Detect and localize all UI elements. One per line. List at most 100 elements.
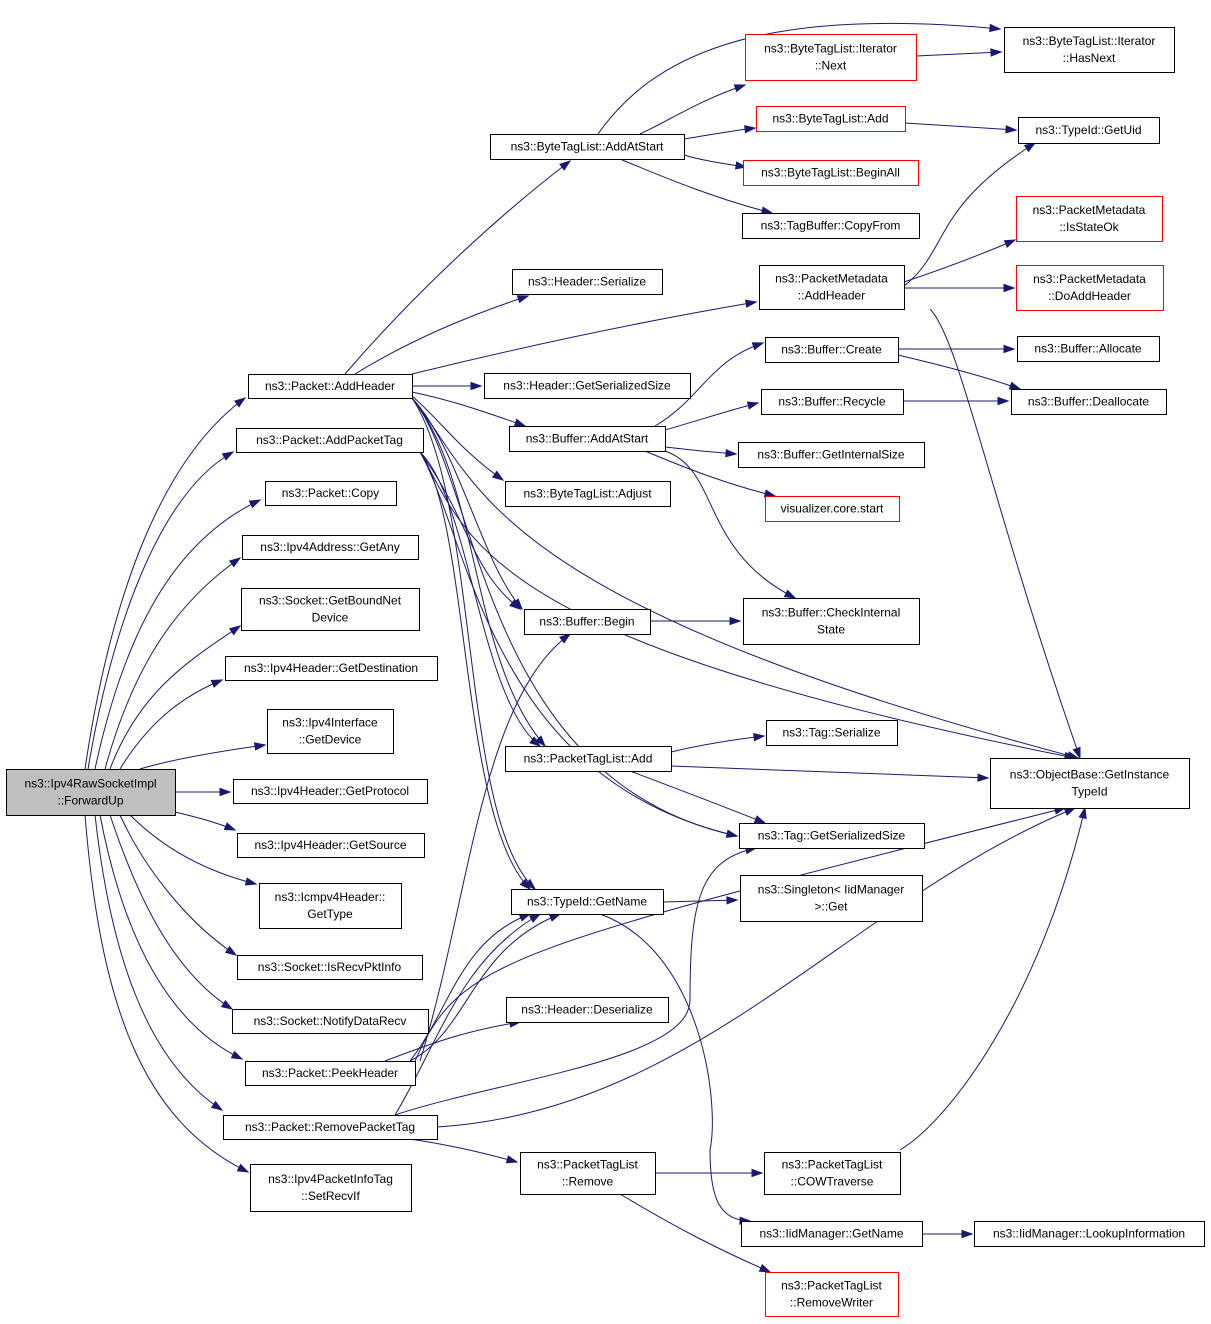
node-sock-isrecvpktinfo[interactable]: ns3::Socket::IsRecvPktInfo <box>237 955 423 980</box>
node-iidmgr-lookupinformation[interactable]: ns3::IidManager::LookupInformation <box>974 1221 1205 1247</box>
node-hdr-serialize[interactable]: ns3::Header::Serialize <box>512 269 663 295</box>
call-edge-arrowhead <box>729 616 742 626</box>
node-box <box>1017 336 1160 362</box>
node-tag-getserializedsize[interactable]: ns3::Tag::GetSerializedSize <box>739 823 925 849</box>
call-edge <box>904 283 1016 293</box>
node-btl-iter-next[interactable]: ns3::ByteTagList::Iterator::Next <box>745 34 917 81</box>
node-ptl-removewriter[interactable]: ns3::PacketTagList::RemoveWriter <box>765 1272 899 1317</box>
call-edge-line <box>411 397 738 837</box>
node-sock-notifydatarecv[interactable]: ns3::Socket::NotifyDataRecv <box>232 1009 429 1034</box>
node-typeid-getname[interactable]: ns3::TypeId::GetName <box>511 889 664 915</box>
call-edge <box>629 770 767 824</box>
node-pkt-addpackettag[interactable]: ns3::Packet::AddPacketTag <box>236 428 424 453</box>
node-ptl-remove[interactable]: ns3::PacketTagList::Remove <box>520 1152 656 1195</box>
node-ipv4hdr-getprotocol[interactable]: ns3::Ipv4Header::GetProtocol <box>233 779 428 804</box>
node-pkt-removepackettag[interactable]: ns3::Packet::RemovePacketTag <box>223 1115 438 1140</box>
call-edge-line <box>915 51 1002 57</box>
node-label: ns3::ByteTagList::Adjust <box>523 487 652 501</box>
node-ptl-add[interactable]: ns3::PacketTagList::Add <box>505 746 672 772</box>
node-label: ns3::Ipv4RawSocketImpl <box>24 777 156 791</box>
call-edge-arrowhead <box>491 470 505 481</box>
node-ipv4hdr-getdestination[interactable]: ns3::Ipv4Header::GetDestination <box>225 656 438 681</box>
node-label: visualizer.core.start <box>781 502 884 516</box>
node-ipv4if-getdevice[interactable]: ns3::Ipv4Interface::GetDevice <box>267 709 394 754</box>
call-edge-arrowhead <box>997 396 1010 406</box>
node-box <box>237 833 425 858</box>
call-graph-edges <box>84 22 1087 1273</box>
node-hdr-deserialize[interactable]: ns3::Header::Deserialize <box>506 997 669 1023</box>
node-btl-add[interactable]: ns3::ByteTagList::Add <box>756 106 906 132</box>
call-edge-arrowhead <box>519 878 532 891</box>
call-edge-line <box>419 451 521 610</box>
node-box <box>764 1152 901 1195</box>
call-edge-line <box>419 451 738 837</box>
node-buf-recycle[interactable]: ns3::Buffer::Recycle <box>761 389 904 415</box>
node-label: ns3::Header::GetSerializedSize <box>503 379 671 393</box>
node-pm-isstateok[interactable]: ns3::PacketMetadata::IsStateOk <box>1016 196 1163 242</box>
node-box <box>756 106 906 132</box>
call-edge-arrowhead <box>518 913 532 922</box>
call-edge-arrowhead <box>1063 807 1077 816</box>
node-pm-addheader[interactable]: ns3::PacketMetadata::AddHeader <box>759 265 905 310</box>
call-edge <box>639 84 747 135</box>
call-edge <box>394 913 542 1116</box>
node-btl-adjust[interactable]: ns3::ByteTagList::Adjust <box>505 481 671 507</box>
node-pm-doaddheader[interactable]: ns3::PacketMetadata::DoAddHeader <box>1016 265 1164 311</box>
node-tag-serialize[interactable]: ns3::Tag::Serialize <box>766 720 898 746</box>
node-buf-getinternalsize[interactable]: ns3::Buffer::GetInternalSize <box>738 442 925 468</box>
node-box <box>1016 265 1164 311</box>
call-edge-arrowhead <box>524 878 537 891</box>
call-edge-arrowhead <box>783 589 797 599</box>
node-ptl-cowtraverse[interactable]: ns3::PacketTagList::COWTraverse <box>764 1152 901 1195</box>
call-edge-arrowhead <box>228 625 242 636</box>
node-buf-addatstart[interactable]: ns3::Buffer::AddAtStart <box>509 426 666 452</box>
node-ipv4addr-getany[interactable]: ns3::Ipv4Address::GetAny <box>242 535 419 560</box>
call-edge-line <box>662 899 738 903</box>
node-buf-deallocate[interactable]: ns3::Buffer::Deallocate <box>1011 389 1167 415</box>
node-box <box>248 374 413 399</box>
node-buf-begin[interactable]: ns3::Buffer::Begin <box>524 609 651 635</box>
call-edge-line <box>129 814 257 885</box>
node-icmpv4hdr-gettype[interactable]: ns3::Icmpv4Header::GetType <box>259 883 402 929</box>
node-label: ns3::Buffer::Allocate <box>1034 342 1142 356</box>
node-label: ::Next <box>815 59 847 73</box>
call-edge-arrowhead <box>528 913 542 923</box>
node-iidmgr-getname[interactable]: ns3::IidManager::GetName <box>741 1221 923 1247</box>
node-tagbuf-copyfrom[interactable]: ns3::TagBuffer::CopyFrom <box>742 213 920 239</box>
node-ipv4hdr-getsource[interactable]: ns3::Ipv4Header::GetSource <box>237 833 425 858</box>
node-label: ns3::Packet::AddPacketTag <box>256 433 403 447</box>
call-edge-line <box>897 354 1021 390</box>
node-root[interactable]: ns3::Ipv4RawSocketImpl::ForwardUp <box>6 769 176 816</box>
node-pkt-copy[interactable]: ns3::Packet::Copy <box>265 481 397 506</box>
node-pkt-peekheader[interactable]: ns3::Packet::PeekHeader <box>245 1061 416 1086</box>
call-edge <box>903 396 1010 406</box>
call-edge-arrowhead <box>559 160 572 171</box>
call-edge-arrowhead <box>230 1050 244 1060</box>
call-edge-arrowhead <box>725 829 739 838</box>
call-edge <box>419 451 739 838</box>
node-box <box>1018 117 1160 144</box>
node-buf-allocate[interactable]: ns3::Buffer::Allocate <box>1017 336 1160 362</box>
node-buf-create[interactable]: ns3::Buffer::Create <box>765 337 899 363</box>
node-hdr-getserializedsize[interactable]: ns3::Header::GetSerializedSize <box>484 373 691 399</box>
node-label: ns3::Ipv4Address::GetAny <box>260 540 399 554</box>
call-edge-line <box>903 142 1036 287</box>
node-ipv4pktinfotag-setrecvif[interactable]: ns3::Ipv4PacketInfoTag::SetRecvIf <box>250 1164 412 1212</box>
node-btl-iter-hasnext[interactable]: ns3::ByteTagList::Iterator::HasNext <box>1004 27 1175 73</box>
call-edge-line <box>344 160 571 375</box>
node-btl-beginall[interactable]: ns3::ByteTagList::BeginAll <box>743 160 919 186</box>
call-edge <box>664 446 738 458</box>
call-edge <box>683 154 748 170</box>
node-singleton-get[interactable]: ns3::Singleton< IidManager>::Get <box>740 875 923 922</box>
node-box <box>232 1009 429 1034</box>
node-btl-addatstart[interactable]: ns3::ByteTagList::AddAtStart <box>490 134 685 160</box>
node-vis-core-start[interactable]: visualizer.core.start <box>765 496 900 522</box>
node-pkt-addheader[interactable]: ns3::Packet::AddHeader <box>248 374 413 399</box>
call-edge <box>670 733 766 753</box>
node-typeid-getuid[interactable]: ns3::TypeId::GetUid <box>1018 117 1160 144</box>
node-label: ns3::Ipv4Header::GetSource <box>254 838 406 852</box>
node-label: ::RemoveWriter <box>790 1296 873 1310</box>
